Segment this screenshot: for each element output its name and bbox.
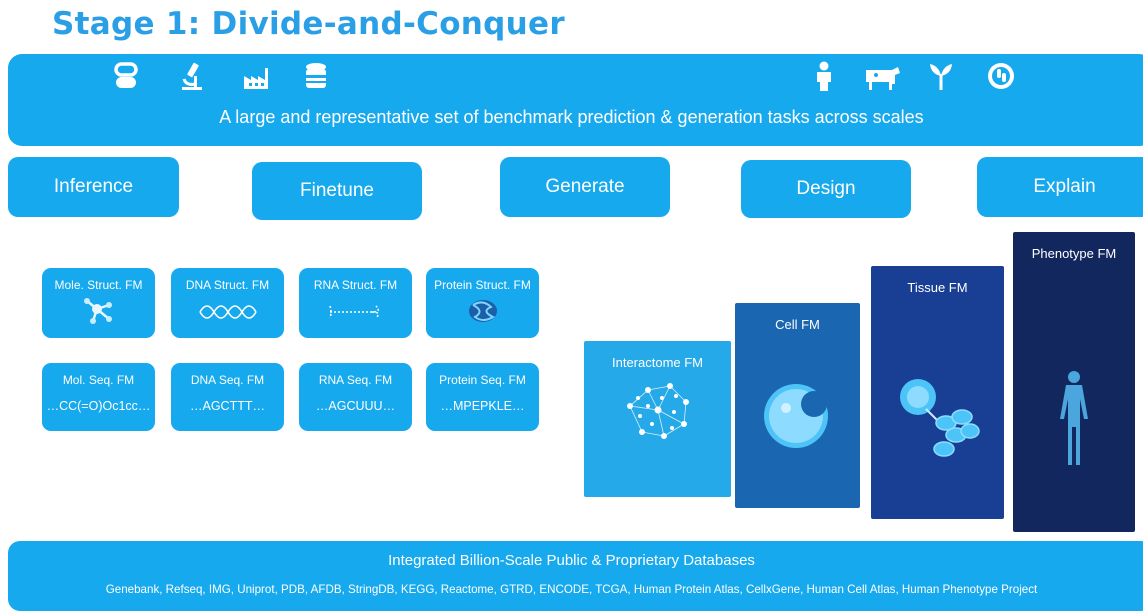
- task-generate: Generate: [500, 157, 670, 217]
- dna-struct-fm-card: DNA Struct. FM: [171, 268, 284, 338]
- card-label: Protein Seq. FM: [439, 373, 526, 387]
- cell-fm-bar: Cell FM: [735, 303, 860, 508]
- card-label: Mole. Struct. FM: [54, 278, 143, 292]
- benchmark-banner: [8, 54, 1143, 146]
- rna-struct-fm-card: RNA Struct. FM: [299, 268, 412, 338]
- rna-strand-icon: [328, 305, 379, 319]
- task-inference: Inference: [8, 157, 179, 217]
- phenotype-fm-bar: Phenotype FM: [1013, 232, 1135, 532]
- food-can-icon: [306, 63, 326, 88]
- factory-icon: [244, 68, 268, 89]
- person-icon: [817, 61, 831, 91]
- sequence-text: …AGCUUU…: [315, 399, 396, 413]
- task-design: Design: [741, 160, 911, 218]
- protein-struct-fm-card: Protein Struct. FM: [426, 268, 539, 338]
- tissue-icon: [899, 379, 980, 457]
- card-label: DNA Struct. FM: [185, 278, 270, 292]
- tissue-fm-bar: Tissue FM: [871, 266, 1004, 519]
- fm-label: Tissue FM: [907, 280, 968, 295]
- cell-icon: [763, 384, 828, 448]
- mol-seq-fm-card: Mol. Seq. FM …CC(=O)Oc1cc…: [42, 363, 155, 431]
- plant-icon: [930, 64, 952, 90]
- cow-icon: [866, 67, 900, 90]
- database-list: Genebank, Refseq, IMG, Uniprot, PDB, AFD…: [105, 583, 1038, 596]
- fm-label: Interactome FM: [611, 355, 704, 370]
- molecule-icon: [83, 298, 112, 324]
- card-label: RNA Seq. FM: [318, 373, 393, 387]
- protein-seq-fm-card: Protein Seq. FM …MPEPKLE…: [426, 363, 539, 431]
- card-label: RNA Struct. FM: [313, 278, 398, 292]
- mole-struct-fm-card: Mole. Struct. FM: [42, 268, 155, 338]
- rna-seq-fm-card: RNA Seq. FM …AGCUUU…: [299, 363, 412, 431]
- fm-label: Cell FM: [775, 317, 820, 332]
- task-finetune: Finetune: [252, 162, 422, 220]
- sequence-text: …MPEPKLE…: [440, 399, 525, 413]
- card-label: DNA Seq. FM: [190, 373, 265, 387]
- dna-seq-fm-card: DNA Seq. FM …AGCTTT…: [171, 363, 284, 431]
- database-title: Integrated Billion-Scale Public & Propri…: [388, 552, 755, 569]
- card-label: Protein Struct. FM: [434, 278, 531, 292]
- card-label: Mol. Seq. FM: [62, 373, 135, 387]
- page-title: Stage 1: Divide-and-Conquer: [52, 6, 565, 42]
- protein-icon: [468, 300, 497, 322]
- fm-label: Phenotype FM: [1031, 246, 1117, 261]
- dna-helix-icon: [198, 305, 257, 319]
- interactome-fm-bar: Interactome FM: [584, 341, 731, 497]
- sequence-text: …AGCTTT…: [190, 399, 265, 413]
- task-explain: Explain: [977, 157, 1143, 217]
- microbe-icon: [988, 63, 1014, 89]
- banner-text: A large and representative set of benchm…: [219, 107, 924, 127]
- database-banner: [8, 541, 1143, 611]
- network-icon: [626, 383, 689, 439]
- pill-icon: [114, 62, 138, 88]
- sequence-text: …CC(=O)Oc1cc…: [46, 399, 151, 413]
- microscope-icon: [182, 62, 202, 90]
- human-figure-icon: [1060, 371, 1088, 465]
